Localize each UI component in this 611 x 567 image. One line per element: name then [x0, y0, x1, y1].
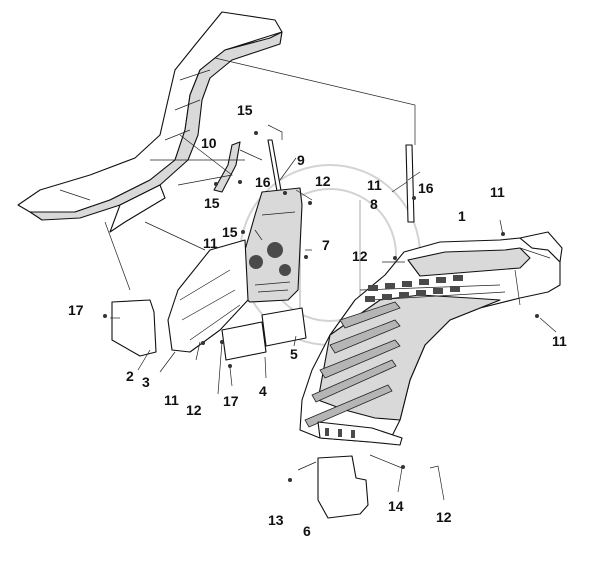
callout-17-a: 17 — [68, 302, 84, 318]
inner-panel-7 — [239, 187, 303, 303]
callout-11-c: 11 — [203, 235, 218, 251]
callout-10: 10 — [201, 135, 217, 151]
callout-8: 8 — [370, 196, 378, 212]
callout-16-b: 16 — [418, 180, 434, 196]
mud-flap-2 — [111, 299, 157, 357]
callout-1: 1 — [458, 208, 466, 224]
rod-8 — [405, 144, 415, 223]
callout-11-e: 11 — [552, 333, 567, 349]
callout-13: 13 — [268, 512, 284, 528]
leader-lines — [104, 57, 557, 501]
callout-12-b: 12 — [352, 248, 368, 264]
wheel-arch-housing-1 — [299, 231, 563, 446]
callout-5: 5 — [290, 346, 298, 362]
plate-4 — [221, 321, 267, 361]
side-panel-3 — [167, 239, 249, 353]
callout-2: 2 — [126, 368, 134, 384]
callout-labels: 1 2 3 4 5 6 7 8 9 10 11 11 11 11 11 12 1… — [68, 102, 567, 539]
bracket-10 — [213, 141, 241, 193]
callout-12-c: 12 — [186, 402, 202, 418]
callout-11-a: 11 — [490, 184, 505, 200]
callout-6: 6 — [303, 523, 311, 539]
callout-14: 14 — [388, 498, 404, 514]
callout-17-b: 17 — [223, 393, 239, 409]
callout-16-a: 16 — [255, 174, 271, 190]
callout-3: 3 — [142, 374, 150, 390]
mud-flap-6 — [317, 455, 369, 519]
fasteners — [103, 131, 539, 482]
callout-15-c: 15 — [222, 224, 238, 240]
callout-12-d: 12 — [436, 509, 452, 525]
plate-5 — [261, 307, 307, 347]
callout-11-b: 11 — [367, 177, 382, 193]
callout-12-a: 12 — [315, 173, 331, 189]
callout-9: 9 — [297, 152, 305, 168]
callout-4: 4 — [259, 383, 267, 399]
callout-11-d: 11 — [164, 392, 179, 408]
callout-15-b: 15 — [204, 195, 220, 211]
callout-15-a: 15 — [237, 102, 253, 118]
callout-7: 7 — [322, 237, 330, 253]
frame-rail — [17, 11, 283, 233]
